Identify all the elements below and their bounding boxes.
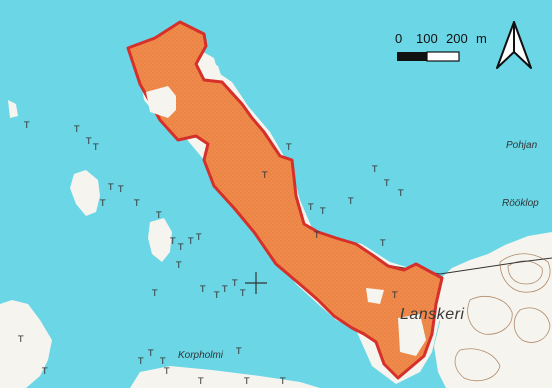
scale-unit: m (476, 31, 487, 46)
tree-symbol: T (92, 143, 99, 153)
tree-symbol: T (221, 285, 228, 295)
highlighted-area[interactable] (126, 20, 444, 380)
tree-symbol: T (17, 335, 24, 345)
tree-symbol: T (347, 197, 354, 207)
tree-symbol: T (391, 291, 398, 301)
tree-symbol: T (231, 279, 238, 289)
tree-symbol: T (383, 179, 390, 189)
tree-symbol: T (85, 137, 92, 147)
tree-symbol: T (285, 143, 292, 153)
crosshair-icon (245, 272, 267, 294)
place-label-korpholmi: Korpholmi (178, 350, 224, 361)
tree-symbol: T (319, 207, 326, 217)
tree-symbol: T (73, 125, 80, 135)
tree-symbol: T (99, 199, 106, 209)
tree-symbol: T (169, 237, 176, 247)
tree-symbol: T (155, 211, 162, 221)
tree-symbol: T (159, 357, 166, 367)
scale-tick-0: 0 (395, 31, 403, 46)
tree-symbol: T (235, 347, 242, 357)
tree-symbol: T (137, 357, 144, 367)
tree-symbol: T (279, 377, 286, 387)
tree-symbol: T (199, 285, 206, 295)
tree-symbol: T (175, 261, 182, 271)
land-inside-area (146, 86, 426, 356)
tree-symbol: T (261, 171, 268, 181)
tree-symbol: T (239, 289, 246, 299)
tree-symbol: T (107, 183, 114, 193)
tree-symbol: T (163, 367, 170, 377)
tree-symbol: T (307, 203, 314, 213)
tree-symbol: T (379, 239, 386, 249)
tree-symbol: T (213, 291, 220, 301)
tree-symbol: T (313, 231, 320, 241)
place-label-rooklop: Rööklop (502, 198, 539, 209)
tree-symbol: T (187, 237, 194, 247)
scale-tick-100: 100 (416, 31, 438, 46)
tree-symbol: T (41, 367, 48, 377)
tree-symbol: T (23, 121, 30, 131)
tree-symbol: T (117, 185, 124, 195)
tree-symbol: T (147, 349, 154, 359)
tree-symbol: T (133, 199, 140, 209)
tree-symbol: T (197, 377, 204, 387)
tree-symbol: T (151, 289, 158, 299)
place-label-lanskeri: Lanskeri (400, 306, 465, 323)
tree-symbol: T (371, 165, 378, 175)
north-arrow-icon (496, 21, 532, 69)
tree-symbol: T (243, 377, 250, 387)
place-label-pohjan: Pohjan (506, 140, 538, 151)
tree-symbol: T (195, 233, 202, 243)
scale-tick-200: 200 (446, 31, 468, 46)
tree-symbol: T (177, 243, 184, 253)
scale-bar (397, 51, 460, 62)
tree-symbol: T (397, 189, 404, 199)
